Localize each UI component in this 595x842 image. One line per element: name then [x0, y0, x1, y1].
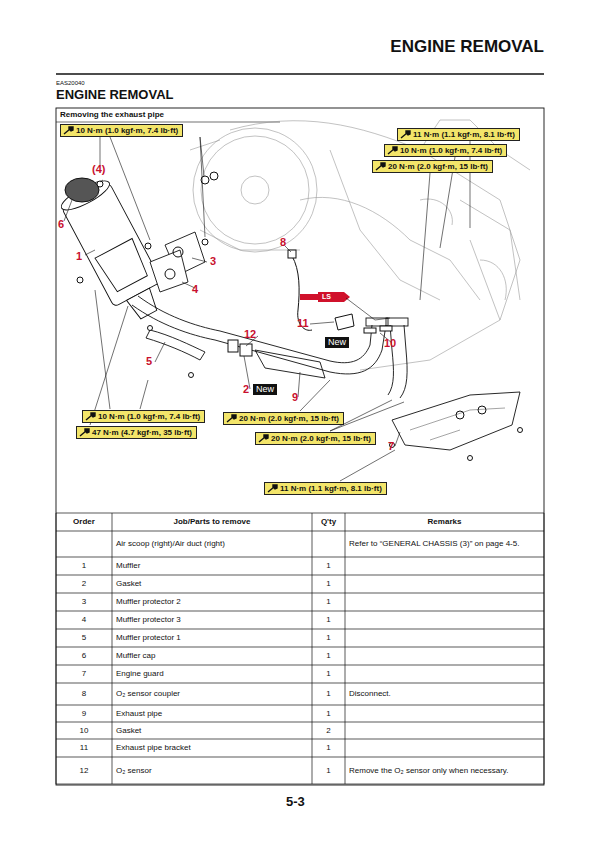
wrench-icon — [85, 412, 96, 421]
torque-box: 20 N·m (2.0 kgf·m, 15 lb·ft) — [255, 432, 376, 445]
table-cell: Gasket — [116, 579, 308, 589]
table-cell: Gasket — [116, 726, 308, 736]
badge-text: New — [256, 384, 274, 394]
table-cell: 1 — [316, 561, 341, 571]
new-part-badge: New — [325, 337, 349, 348]
torque-value: 10 N·m (1.0 kgf·m, 7.4 lb·ft) — [76, 126, 178, 135]
table-cell: 5 — [60, 633, 108, 643]
table-cell: 1 — [316, 689, 341, 699]
callout-number: (4) — [92, 163, 105, 175]
table-cell: 1 — [316, 766, 341, 776]
callout-number: 11 — [297, 317, 309, 329]
table-cell: 4 — [60, 615, 108, 625]
torque-box: 11 N·m (1.1 kgf·m, 8.1 lb·ft) — [264, 482, 387, 495]
torque-value: 10 N·m (1.0 kgf·m, 7.4 lb·ft) — [98, 412, 200, 421]
wrench-icon — [63, 126, 74, 135]
callout-number: 7 — [388, 440, 394, 452]
table-cell: Muffler protector 1 — [116, 633, 308, 643]
table-header: Order — [60, 517, 108, 527]
table-cell: 1 — [316, 651, 341, 661]
table-cell: Disconnect. — [349, 689, 540, 699]
torque-box: 47 N·m (4.7 kgf·m, 35 lb·ft) — [76, 426, 197, 439]
callout-number: 9 — [292, 391, 298, 403]
callout-number: 1 — [76, 250, 82, 262]
table-cell: 3 — [60, 597, 108, 607]
table-cell: 8 — [60, 689, 108, 699]
table-cell: Remove the O₂ sensor only when necessary… — [349, 766, 540, 776]
callout-number: 6 — [58, 218, 64, 230]
callout-number: 4 — [192, 283, 198, 295]
table-cell: 1 — [316, 615, 341, 625]
torque-box: 20 N·m (2.0 kgf·m, 15 lb·ft) — [223, 412, 344, 425]
table-cell: 1 — [316, 709, 341, 719]
table-cell: Muffler protector 2 — [116, 597, 308, 607]
table-cell: 9 — [60, 709, 108, 719]
table-cell: 7 — [60, 669, 108, 679]
torque-box: 10 N·m (1.0 kgf·m, 7.4 lb·ft) — [60, 124, 183, 137]
page-header: ENGINE REMOVAL — [390, 38, 544, 57]
page-text: Removing the exhaust pipe — [60, 111, 164, 120]
wrench-icon — [79, 428, 90, 437]
callout-number: 8 — [280, 236, 286, 248]
table-cell: Air scoop (right)/Air duct (right) — [116, 539, 308, 549]
table-header: Remarks — [349, 517, 540, 527]
table-cell: 1 — [60, 561, 108, 571]
new-part-badge: New — [253, 384, 277, 395]
table-cell: Engine guard — [116, 669, 308, 679]
wrench-icon — [400, 130, 411, 139]
wrench-icon — [226, 414, 237, 423]
table-header: Q'ty — [316, 517, 341, 527]
torque-box: 20 N·m (2.0 kgf·m, 15 lb·ft) — [372, 160, 493, 173]
table-cell: 11 — [60, 743, 108, 753]
wrench-icon — [267, 484, 278, 493]
table-cell: 1 — [316, 633, 341, 643]
table-cell: 2 — [316, 726, 341, 736]
callout-number: 5 — [146, 355, 152, 367]
callout-number: 12 — [244, 328, 256, 340]
table-cell: 6 — [60, 651, 108, 661]
callout-number: 2 — [243, 383, 249, 395]
table-cell: 1 — [316, 597, 341, 607]
torque-value: 11 N·m (1.1 kgf·m, 8.1 lb·ft) — [280, 484, 382, 493]
torque-value: 20 N·m (2.0 kgf·m, 15 lb·ft) — [388, 162, 488, 171]
torque-box: 10 N·m (1.0 kgf·m, 7.4 lb·ft) — [82, 410, 205, 423]
table-cell: O₂ sensor — [116, 766, 308, 776]
torque-box: 11 N·m (1.1 kgf·m, 8.1 lb·ft) — [397, 128, 520, 141]
table-cell: Exhaust pipe — [116, 709, 308, 719]
table-cell: Muffler — [116, 561, 308, 571]
table-cell: Muffler cap — [116, 651, 308, 661]
page-text: ENGINE REMOVAL — [56, 88, 174, 102]
table-cell: 10 — [60, 726, 108, 736]
table-cell: O₂ sensor coupler — [116, 689, 308, 699]
page-text: 5-3 — [286, 795, 305, 809]
lubricant-symbol: LS — [322, 293, 331, 301]
torque-value: 20 N·m (2.0 kgf·m, 15 lb·ft) — [239, 414, 339, 423]
wrench-icon — [387, 146, 398, 155]
table-cell: 12 — [60, 766, 108, 776]
wrench-icon — [258, 434, 269, 443]
table-cell: Refer to “GENERAL CHASSIS (3)” on page 4… — [349, 539, 540, 549]
table-cell: 1 — [316, 743, 341, 753]
page-text: EAS20040 — [56, 80, 85, 87]
table-cell: Muffler protector 3 — [116, 615, 308, 625]
table-cell: 1 — [316, 579, 341, 589]
table-cell: 1 — [316, 669, 341, 679]
wrench-icon — [375, 162, 386, 171]
torque-box: 10 N·m (1.0 kgf·m, 7.4 lb·ft) — [384, 144, 507, 157]
table-cell: 2 — [60, 579, 108, 589]
torque-value: 11 N·m (1.1 kgf·m, 8.1 lb·ft) — [413, 130, 515, 139]
callout-number: 3 — [210, 255, 216, 267]
callout-number: 10 — [384, 337, 396, 349]
table-cell: Exhaust pipe bracket — [116, 743, 308, 753]
table-header: Job/Parts to remove — [116, 517, 308, 527]
torque-value: 47 N·m (4.7 kgf·m, 35 lb·ft) — [92, 428, 192, 437]
torque-value: 20 N·m (2.0 kgf·m, 15 lb·ft) — [271, 434, 371, 443]
badge-text: New — [328, 337, 346, 347]
torque-value: 10 N·m (1.0 kgf·m, 7.4 lb·ft) — [400, 146, 502, 155]
